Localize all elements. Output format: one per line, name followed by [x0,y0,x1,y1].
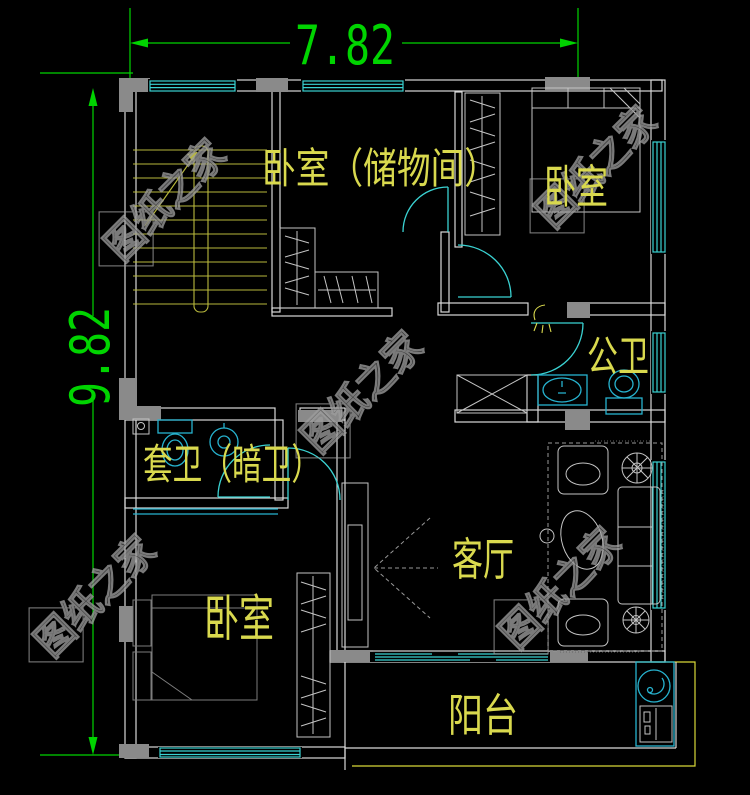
plant-icon [621,452,653,484]
wardrobe [464,92,501,236]
balcony [344,661,696,770]
stairs-direction-arrow [144,151,198,227]
armchair [557,445,609,495]
dimension-arrow-up [88,88,98,106]
windows [148,79,667,758]
top-dimension: 7.82 [129,8,579,78]
dimension-height-label: 9.82 [59,307,122,407]
toilet-icon [605,369,643,415]
window-right-bathroom [651,331,667,394]
room-label-bedroom-bottom: 卧室 [204,591,274,647]
ensuite-bathroom-fixtures [132,418,278,515]
dimension-arrow-down [88,737,98,755]
room-label-bedroom-top-right: 卧室 [544,161,608,213]
room-label-storage-bedroom: 卧室（储物间） [262,145,498,192]
window-top-left [148,79,237,92]
shaft-x-box [456,374,528,414]
coffee-table [539,528,555,544]
shower-icon [533,304,552,334]
washing-machine-icon [635,661,675,747]
toilet-icon [157,419,193,467]
watermark-text: 图纸之家 [27,528,164,665]
door-arc-ensuite-bathroom [217,444,271,498]
bedroom-bottom-furniture [132,572,331,738]
chaise [560,510,604,570]
window-right-living [651,460,667,610]
bed [531,87,641,213]
water-heater-icon [132,418,150,435]
staircase [133,145,267,313]
room-label-ensuite-bathroom: 套卫（暗卫） [143,441,321,488]
dimension-arrow-right [560,38,578,48]
watermark-stamp: 图纸之家 [27,528,165,666]
armchair [557,598,609,647]
stair-rail [193,145,209,313]
window-top-center [301,79,405,92]
dimension-arrow-left [130,38,148,48]
washbasin-icon [209,423,239,457]
room-label-living-room: 客厅 [452,534,514,585]
bedroom-top-right-furniture [464,87,641,236]
plant-icon [622,606,650,634]
bed [132,594,258,701]
door-arc-entry-storage [402,186,449,233]
public-bathroom-fixtures [456,304,643,415]
sofa-three-seat [617,486,661,605]
cabinet-icon [639,705,673,743]
sofa-set [539,440,664,653]
window-bottom-bedroom [158,747,302,758]
shower-screen [133,508,278,515]
column-blocks [119,77,590,758]
dimension-width-label: 7.82 [295,14,395,77]
watermark-text: 图纸之家 [97,132,234,269]
door-arc-public-bathroom [530,322,584,376]
door-arc-bedroom-top-right [457,244,512,298]
window-right-bedroom [651,140,667,254]
tv-cabinet [341,482,438,648]
wardrobe [296,572,331,738]
room-label-balcony: 阳台 [448,690,518,741]
room-label-public-bathroom: 公卫 [587,333,649,380]
washbasin-icon [537,374,588,406]
left-dimension: 9.82 [40,72,133,756]
living-room-furniture [341,440,664,653]
storage-closet [279,227,379,309]
